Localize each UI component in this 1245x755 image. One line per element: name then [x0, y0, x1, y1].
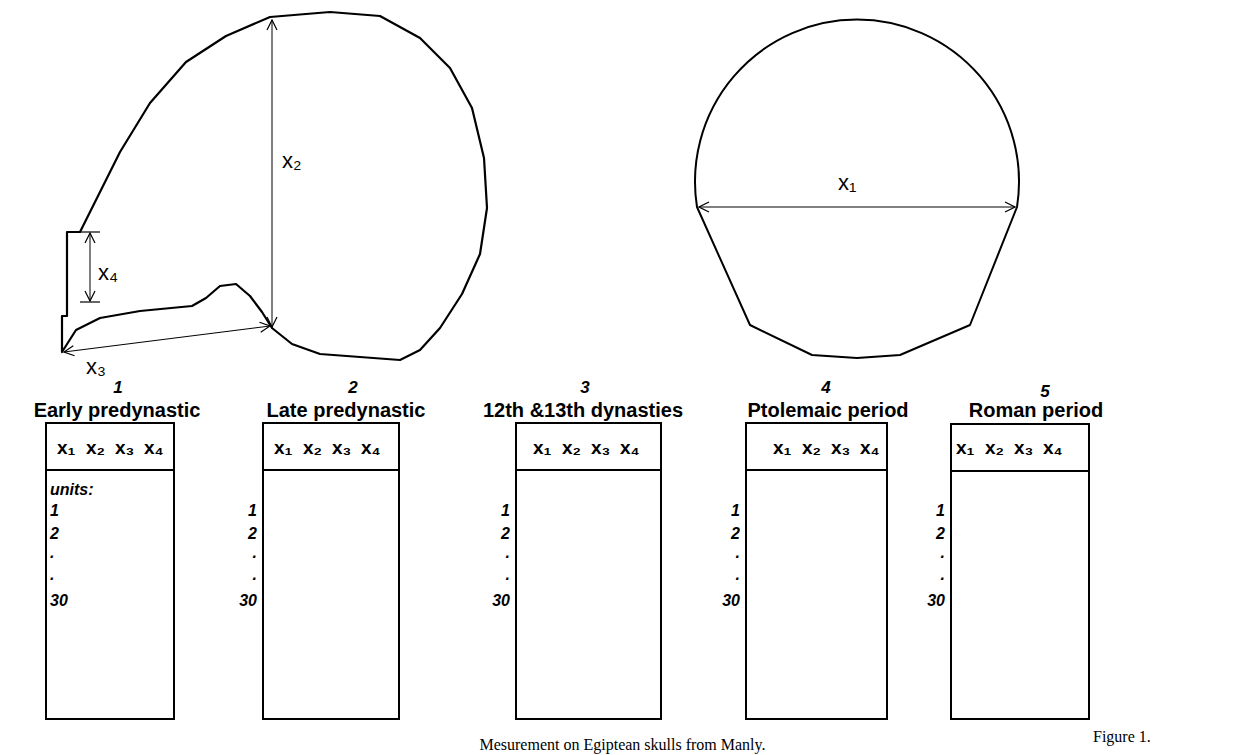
title-run: Early predynastic [34, 399, 201, 421]
period-table: 2Late predynasticx₁x₂x₃x₄12..30 [204, 372, 471, 720]
row-label: 30 [895, 593, 945, 609]
dimension-label: x₄ [98, 262, 118, 284]
column-header: x₃ [591, 438, 610, 457]
row-label: units: [50, 482, 94, 498]
dimension-arrow [272, 20, 273, 327]
dimension-label: x₂ [282, 150, 302, 172]
row-label: 2 [895, 526, 945, 542]
row-label: 1 [460, 503, 510, 519]
column-header: x₄ [361, 438, 381, 457]
row-label: 30 [207, 593, 257, 609]
column-header: x₃ [1014, 438, 1033, 457]
group-title: Roman period [911, 400, 1161, 420]
column-header: x₂ [86, 438, 105, 457]
title-run: Ptolemaic period [747, 399, 908, 421]
dimension-label: x₁ [838, 172, 856, 194]
column-header: x₂ [303, 438, 322, 457]
group-title: Ptolemaic period [703, 400, 953, 420]
row-label: 30 [50, 593, 68, 609]
dimension-arrow [90, 233, 91, 301]
period-table: 4Ptolemaic period x₁ x₂ x₃ x₄ 1 2.. 30 [687, 372, 953, 720]
table-box [45, 422, 175, 720]
period-table: 1Early predynasticx₁x₂x₃x₄units:12..30 [0, 372, 242, 720]
dimension-label: x₃ [86, 356, 106, 378]
column-header: x₁ [956, 438, 974, 457]
figure-number: Figure 1. [1093, 729, 1151, 745]
row-label: 1 [690, 503, 740, 519]
row-label: . [895, 567, 945, 583]
row-label: . [207, 567, 257, 583]
table-box [515, 422, 662, 720]
group-number: 2 [333, 379, 373, 396]
dimension-arrow [64, 326, 270, 352]
column-header: x₃ [332, 438, 351, 457]
column-header: x₂ [802, 438, 821, 457]
row-label: . [207, 545, 257, 561]
group-number: 1 [98, 379, 138, 396]
group-title: Late predynastic [221, 400, 471, 420]
row-label: . [690, 545, 740, 561]
row-label: 2 [207, 526, 257, 542]
column-header: x₃ [115, 438, 134, 457]
group-title: Early predynastic [0, 400, 242, 420]
column-header: x₁ [773, 438, 791, 457]
period-table: 3 12th &13th dynasties x₁ x₂ x₃ x₄ 1 2.. 30 [457, 372, 708, 720]
row-label: 2 [690, 526, 740, 542]
row-label: . [690, 567, 740, 583]
title-run: 12th &13th dynasties [483, 399, 683, 421]
header-rule [952, 470, 1088, 472]
column-header: x₄ [1043, 438, 1063, 457]
header-rule [47, 469, 173, 471]
row-label: . [50, 545, 54, 561]
row-label: 30 [460, 593, 510, 609]
row-label: . [460, 567, 510, 583]
dimension-tick [80, 231, 100, 232]
column-header: x₄ [144, 438, 164, 457]
row-label: 1 [207, 503, 257, 519]
row-label: 2 [50, 526, 59, 542]
table-box [950, 423, 1090, 720]
dimension-tick [80, 301, 100, 302]
title-run: Late predynastic [267, 399, 426, 421]
column-header: x₂ [562, 438, 581, 457]
table-box [745, 422, 888, 720]
column-header: x₄ [620, 438, 640, 457]
row-label: 1 [50, 503, 59, 519]
column-header: x₁ [57, 438, 75, 457]
row-label: 30 [690, 593, 740, 609]
group-number: 5 [1025, 383, 1065, 400]
group-title: 12th &13th dynasties [458, 400, 708, 420]
column-header: x₁ [274, 438, 292, 457]
header-rule [264, 469, 398, 471]
column-header: x₄ [860, 438, 880, 457]
header-rule [517, 469, 660, 471]
skull-front-outline [695, 20, 1019, 358]
group-number: 4 [806, 379, 846, 396]
period-table: 5Roman period x₁ x₂ x₃ x₄ 1 2.. 30 [892, 372, 1161, 720]
row-label: . [460, 545, 510, 561]
skull-side-outline [62, 12, 487, 360]
column-header: x₁ [533, 438, 551, 457]
table-box [262, 422, 400, 720]
row-label: . [895, 545, 945, 561]
row-label: 1 [895, 503, 945, 519]
row-label: . [50, 567, 54, 583]
column-header: x₃ [831, 438, 850, 457]
column-header: x₂ [985, 438, 1004, 457]
dimension-arrow [699, 207, 1015, 208]
figure-caption: Mesurement on Egiptean skulls from Manly… [0, 737, 1245, 753]
row-label: 2 [460, 526, 510, 542]
header-rule [747, 469, 886, 471]
group-number: 3 [565, 379, 605, 396]
title-run: Roman period [969, 399, 1103, 421]
